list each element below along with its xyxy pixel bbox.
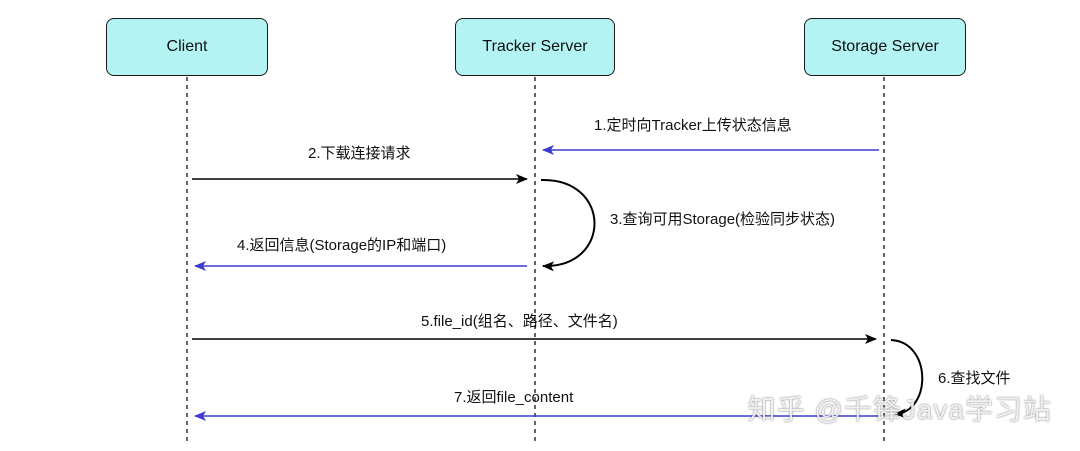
message-2-label: 2.下载连接请求 xyxy=(308,145,411,162)
message-5-label: 5.file_id(组名、路径、文件名) xyxy=(421,313,618,330)
actor-tracker-label: Tracker Server xyxy=(482,38,588,55)
message-7-label: 7.返回file_content xyxy=(454,389,574,406)
watermark: 知乎 @千锋Java学习站 xyxy=(747,394,1052,425)
arrow-3 xyxy=(540,178,596,272)
actor-tracker-server: Tracker Server xyxy=(455,18,615,76)
message-6-label: 6.查找文件 xyxy=(938,370,1011,387)
message-3-label: 3.查询可用Storage(检验同步状态) xyxy=(610,211,836,228)
actor-storage-label: Storage Server xyxy=(831,38,939,55)
message-1-label: 1.定时向Tracker上传状态信息 xyxy=(594,117,792,134)
message-4-label: 4.返回信息(Storage的IP和端口) xyxy=(237,237,447,254)
actor-client: Client xyxy=(106,18,268,76)
actor-client-label: Client xyxy=(166,38,208,55)
arrow-6 xyxy=(890,339,924,419)
actor-storage-server: Storage Server xyxy=(804,18,966,76)
